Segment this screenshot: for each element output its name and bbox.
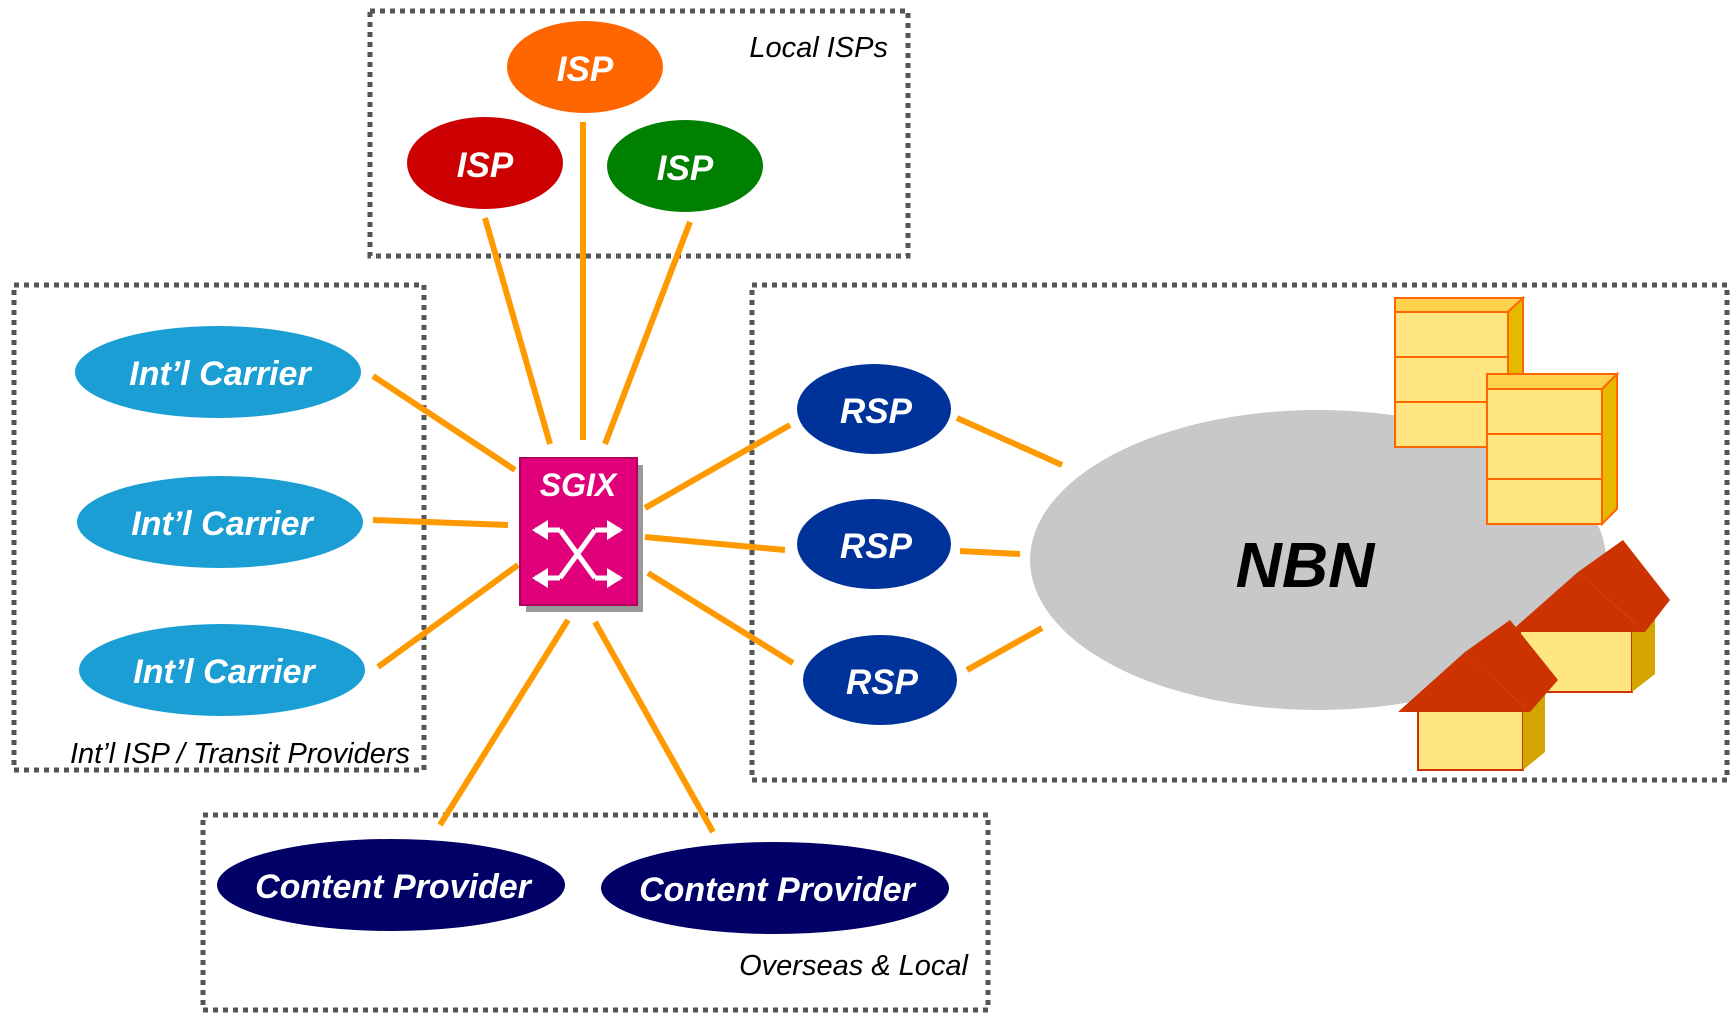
svg-text:ISP: ISP bbox=[557, 50, 614, 89]
rsp-node: RSP bbox=[803, 635, 957, 725]
rsp-node: RSP bbox=[797, 364, 951, 454]
svg-text:Int’l Carrier: Int’l Carrier bbox=[133, 653, 316, 691]
intl-transit-group bbox=[11, 282, 427, 773]
intl-carrier-node: Int’l Carrier bbox=[75, 326, 361, 418]
local-isps-label: Local ISPs bbox=[749, 32, 888, 64]
isp-node: ISP bbox=[607, 120, 763, 212]
local-isps-group bbox=[367, 8, 911, 259]
svg-text:RSP: RSP bbox=[840, 527, 913, 566]
sgix-label: SGIX bbox=[540, 467, 618, 503]
isp-node: ISP bbox=[407, 117, 563, 209]
content-group bbox=[200, 812, 991, 1013]
link-nbn-rsp-2 bbox=[959, 548, 1021, 557]
svg-text:Int’l Carrier: Int’l Carrier bbox=[129, 355, 312, 393]
svg-text:Int’l Carrier: Int’l Carrier bbox=[131, 505, 314, 543]
link-rsp-2 bbox=[644, 534, 786, 553]
nbn-label: NBN bbox=[1236, 529, 1376, 601]
svg-text:Content Provider: Content Provider bbox=[255, 868, 533, 906]
connections bbox=[371, 122, 1064, 834]
svg-text:ISP: ISP bbox=[657, 149, 714, 188]
link-nbn-rsp-1 bbox=[955, 415, 1064, 468]
content-group-label: Overseas & Local bbox=[739, 950, 969, 982]
building-icon bbox=[1486, 371, 1620, 527]
link-content-2 bbox=[592, 620, 716, 834]
svg-text:Content Provider: Content Provider bbox=[639, 871, 917, 909]
content-provider-node: Content Provider bbox=[601, 842, 949, 934]
house-icon bbox=[1398, 620, 1558, 771]
isp-node: ISP bbox=[507, 21, 663, 113]
intl-carrier-node: Int’l Carrier bbox=[77, 476, 363, 568]
intl-carrier-node: Int’l Carrier bbox=[79, 624, 365, 716]
rsp-node: RSP bbox=[797, 499, 951, 589]
svg-text:ISP: ISP bbox=[457, 146, 514, 185]
link-content-1 bbox=[437, 618, 571, 827]
link-carrier-1 bbox=[371, 373, 517, 473]
svg-text:RSP: RSP bbox=[846, 663, 919, 702]
link-isp-red bbox=[482, 217, 553, 445]
link-isp-green bbox=[602, 220, 693, 446]
nbn-cloud bbox=[1030, 410, 1606, 710]
intl-transit-label: Int’l ISP / Transit Providers bbox=[70, 738, 410, 770]
link-rsp-1 bbox=[643, 422, 792, 511]
content-provider-node: Content Provider bbox=[217, 839, 565, 931]
link-nbn-rsp-3 bbox=[965, 625, 1044, 673]
link-carrier-3 bbox=[376, 562, 520, 670]
link-carrier-2 bbox=[372, 517, 509, 528]
svg-text:RSP: RSP bbox=[840, 392, 913, 431]
nbn-group bbox=[749, 282, 1730, 783]
sgix-exchange: SGIX bbox=[519, 457, 643, 612]
link-rsp-3 bbox=[646, 570, 795, 666]
